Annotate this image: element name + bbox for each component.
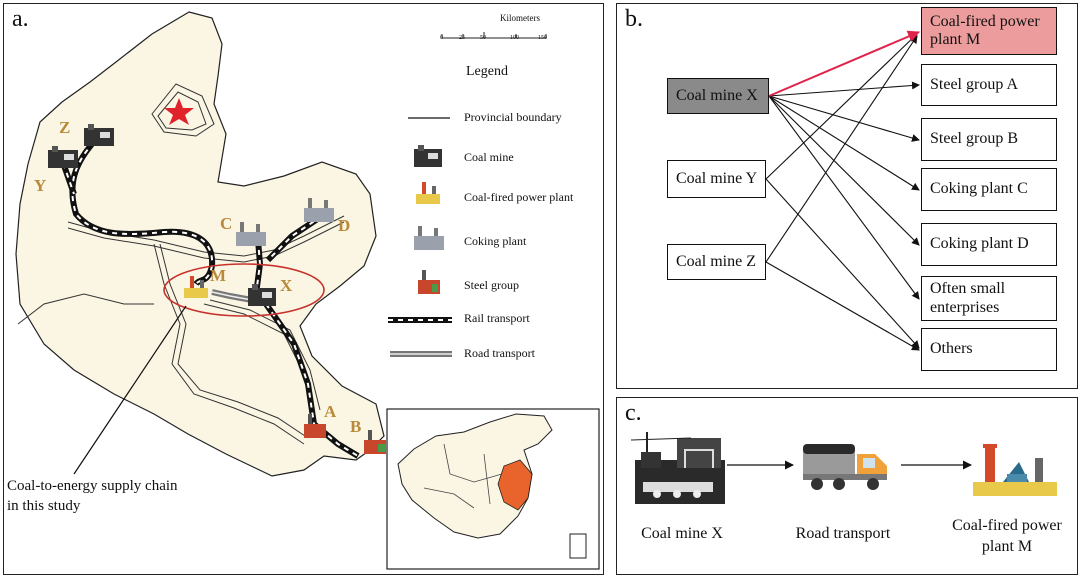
road-route [211, 289, 253, 303]
map-coal-mine-icon-y [48, 146, 78, 168]
china-inset-map [397, 413, 587, 559]
map-coal-mine-icon-x [248, 284, 276, 306]
map-letter-z: Z [59, 118, 71, 137]
map-coking-plant-icon-c [236, 222, 266, 246]
legend-coking-plant-icon [414, 226, 444, 250]
node-power-plant-m: Coal-fired power plant M [921, 7, 1057, 55]
node-small-enterprises: Often small enterprises [921, 276, 1057, 321]
arrow-y-to-m [765, 33, 918, 180]
arrow-x-to-b [768, 95, 920, 142]
scale-tick: 150 [538, 35, 547, 41]
highlighted-region [497, 459, 533, 511]
node-label: Steel group B [930, 130, 1018, 148]
power-plant-icon [973, 444, 1057, 496]
capital-star-icon [164, 98, 194, 125]
node-steel-group-b: Steel group B [921, 118, 1057, 161]
panel-c-supply-chain: c. [616, 397, 1078, 575]
map-coking-plant-icon-d [304, 198, 334, 222]
node-coal-mine-z: Coal mine Z [667, 244, 766, 280]
arrow-z-to-m [765, 35, 918, 263]
legend-label: Road transport [464, 346, 535, 360]
map-steel-group-icon-b [364, 430, 386, 454]
legend-label: Steel group [464, 278, 519, 292]
supply-chain-annotation: Coal-to-energy supply chain in this stud… [7, 476, 178, 517]
step-label-line: Coal-fired power [952, 517, 1062, 534]
node-label: Coal-fired power [930, 12, 1040, 30]
node-coal-mine-y: Coal mine Y [667, 160, 766, 198]
legend-label: Rail transport [464, 311, 530, 325]
map-letter-a: A [324, 402, 337, 421]
arrow-x-to-a [768, 81, 920, 97]
step-label-line: Coal mine X [641, 525, 723, 542]
panel-a-map: a. [3, 3, 604, 575]
scale-tick: 0 [440, 35, 443, 41]
map-letter-b: B [350, 417, 362, 436]
south-sea-inset [569, 533, 587, 559]
legend-label: Coking plant [464, 234, 527, 248]
arrow-z-to-others [765, 261, 920, 351]
panel-b-label: b. [625, 6, 643, 32]
flow-arrows [765, 30, 920, 351]
node-label: Often small [930, 280, 1006, 298]
legend-label: Provincial boundary [464, 110, 562, 124]
supply-chain-ellipse [163, 263, 325, 317]
scale-bar [441, 32, 547, 39]
map-letter-y: Y [34, 176, 47, 195]
map-letter-x: X [280, 276, 293, 295]
step-label-coal-mine: Coal mine X [623, 524, 741, 545]
panel-a-label: a. [12, 6, 29, 32]
scale-tick: 100 [510, 35, 519, 41]
panel-c-label: c. [625, 400, 642, 426]
panel-b-flow-diagram: b. Coal mine X Coal mine Y Coal [616, 3, 1078, 389]
node-label: Coking plant C [930, 180, 1028, 198]
node-label: enterprises [930, 298, 1000, 316]
map-coal-mine-icon-z [84, 124, 114, 146]
coal-mine-icon [630, 432, 725, 504]
map-power-plant-icon-m [184, 276, 208, 298]
node-label: Coal mine Y [676, 169, 758, 187]
node-coking-plant-d: Coking plant D [921, 223, 1057, 266]
scale-title: Kilometers [500, 13, 540, 23]
legend-power-plant-icon [416, 182, 440, 204]
scale-tick: 50 [480, 35, 486, 41]
node-coking-plant-c: Coking plant C [921, 168, 1057, 211]
node-label: Coal mine Z [676, 252, 756, 270]
legend-label: Coal-fired power plant [464, 190, 574, 204]
map-letter-c: C [220, 214, 233, 233]
province-map [15, 11, 600, 570]
arrow-x-to-m-highlight [768, 30, 920, 97]
map-letter-d: D [338, 216, 351, 235]
step-label-power-plant: Coal-fired power plant M [939, 516, 1075, 558]
annotation-line-2: in this study [7, 498, 81, 515]
node-others: Others [921, 328, 1057, 371]
legend-title: Legend [466, 64, 508, 79]
legend-label: Coal mine [464, 150, 514, 164]
annotation-pointer [73, 305, 187, 475]
node-label: plant M [930, 31, 981, 48]
node-steel-group-a: Steel group A [921, 64, 1057, 106]
node-label: Coal mine X [676, 86, 758, 104]
node-label: Coking plant D [930, 235, 1029, 253]
map-steel-group-icon-a [304, 414, 326, 438]
node-coal-mine-x: Coal mine X [667, 78, 769, 114]
legend-steel-group-icon [418, 270, 440, 294]
scale-tick: 25 [459, 35, 465, 41]
map-letter-m: M [210, 266, 227, 285]
truck-icon [803, 444, 887, 490]
step-label-line: Road transport [795, 525, 891, 542]
node-label: Others [930, 340, 973, 358]
step-label-line: plant M [981, 537, 1033, 555]
arrow-x-to-c [768, 95, 920, 191]
step-label-road-transport: Road transport [781, 524, 905, 545]
annotation-line-1: Coal-to-energy supply chain [7, 478, 178, 494]
arrow-y-to-others [765, 178, 920, 349]
legend-coal-mine-icon [414, 145, 442, 167]
node-label: Steel group A [930, 75, 1018, 93]
arrow-x-to-d [768, 95, 920, 246]
arrow-x-to-small [768, 95, 920, 300]
supply-chain-graphics [630, 432, 1057, 504]
